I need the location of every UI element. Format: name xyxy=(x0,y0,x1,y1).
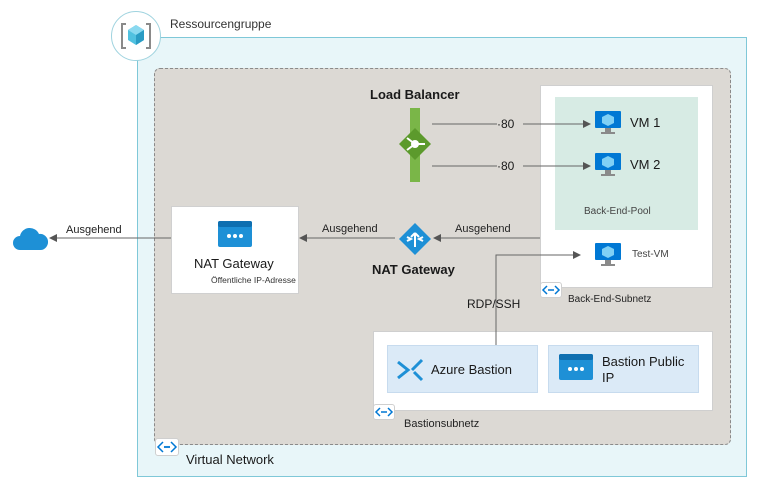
vm2-label: VM 2 xyxy=(630,157,661,172)
nat-public-ip-icon xyxy=(218,221,252,247)
resource-group-label: Ressourcengruppe xyxy=(170,17,272,31)
load-balancer-label: Load Balancer xyxy=(370,87,460,102)
nat-gateway-card-label: NAT Gateway xyxy=(194,256,274,271)
test-vm-icon[interactable] xyxy=(594,242,622,268)
nat-gateway-center-icon[interactable] xyxy=(398,222,432,256)
vm2-icon[interactable] xyxy=(594,152,622,178)
backend-pool-label: Back-End-Pool xyxy=(584,206,651,217)
vnet-icon xyxy=(155,438,179,456)
bastion-subnet-icon xyxy=(373,404,395,420)
nat-gateway-card[interactable] xyxy=(171,206,299,294)
outbound-internet-label: Ausgehend xyxy=(66,224,122,236)
backend-pool-container xyxy=(555,97,698,230)
bastion-public-ip-icon xyxy=(559,354,593,380)
vm1-label: VM 1 xyxy=(630,115,661,130)
nat-gateway-card-sublabel: Öffentliche IP-Adresse xyxy=(211,275,296,285)
bastion-subnet-label: Bastionsubnetz xyxy=(404,418,480,430)
backend-subnet-icon xyxy=(540,282,562,298)
load-balancer-icon[interactable] xyxy=(397,108,435,182)
vm2-port-label: ·80 xyxy=(497,159,515,173)
vm1-icon[interactable] xyxy=(594,110,622,136)
outbound-backend-label: Ausgehend xyxy=(455,223,511,235)
cloud-icon xyxy=(12,226,49,252)
resource-group-icon xyxy=(111,11,161,61)
bastion-public-ip-card[interactable] xyxy=(548,345,699,393)
nat-gateway-center-label: NAT Gateway xyxy=(372,262,455,277)
bastion-icon xyxy=(396,356,424,384)
vm1-port-label: ·80 xyxy=(497,117,515,131)
virtual-network-label: Virtual Network xyxy=(186,452,274,467)
rdp-ssh-label: RDP/SSH xyxy=(467,297,521,311)
test-vm-label: Test-VM xyxy=(632,249,669,260)
azure-bastion-label: Azure Bastion xyxy=(431,362,512,377)
backend-subnet-label: Back-End-Subnetz xyxy=(568,294,652,305)
outbound-nat-card-label: Ausgehend xyxy=(322,223,378,235)
bastion-public-ip-label: Bastion Public IP xyxy=(602,354,685,385)
